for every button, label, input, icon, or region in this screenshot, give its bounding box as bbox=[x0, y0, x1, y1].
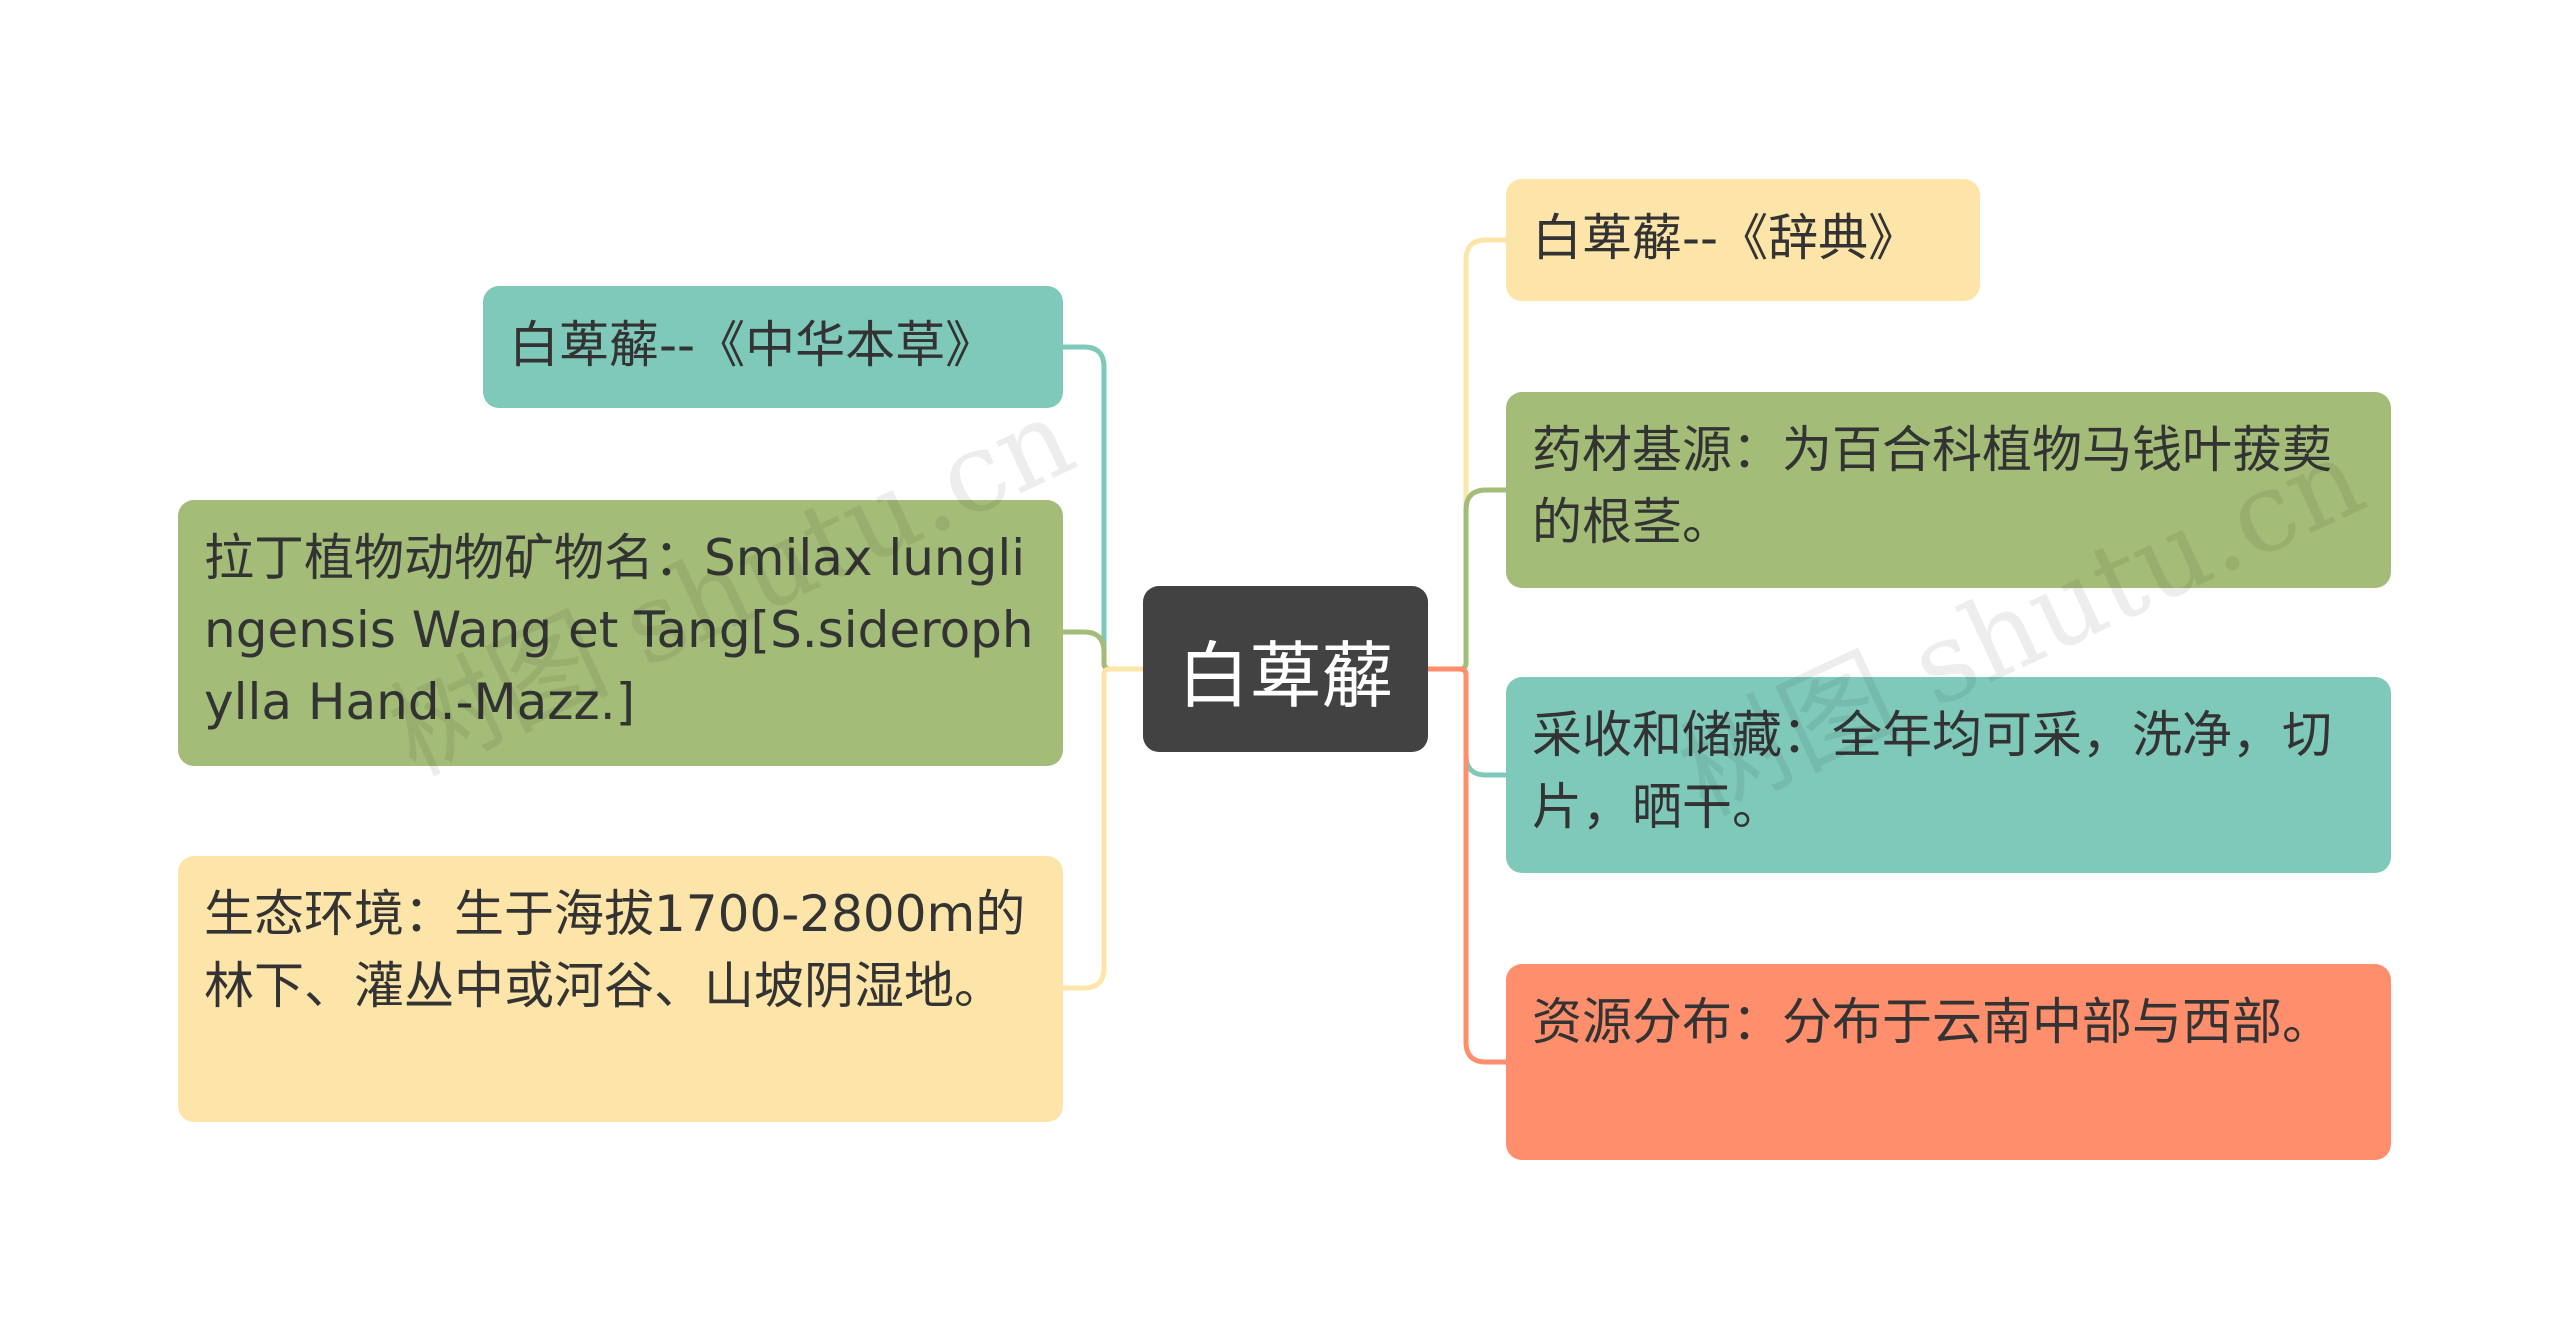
link-distribution bbox=[1428, 666, 1506, 1065]
topic-resource-distribution[interactable]: 资源分布：分布于云南中部与西部。 bbox=[1506, 964, 2391, 1160]
root-topic[interactable]: 白萆薢 bbox=[1143, 586, 1428, 752]
topic-medicinal-source[interactable]: 药材基源：为百合科植物马钱叶菝葜的根茎。 bbox=[1506, 392, 2391, 588]
link-source bbox=[1428, 487, 1506, 672]
topic-harvest-storage[interactable]: 采收和储藏：全年均可采，洗净，切片，晒干。 bbox=[1506, 677, 2391, 873]
topic-latin-name[interactable]: 拉丁植物动物矿物名：Smilax lunglingensis Wang et T… bbox=[178, 500, 1063, 766]
link-ecology bbox=[1062, 666, 1143, 991]
topic-ecology[interactable]: 生态环境：生于海拔1700-2800m的林下、灌丛中或河谷、山坡阴湿地。 bbox=[178, 856, 1063, 1122]
topic-cidian[interactable]: 白萆薢--《辞典》 bbox=[1506, 179, 1980, 301]
link-latin bbox=[1062, 629, 1143, 672]
topic-zhonghua-bencao[interactable]: 白萆薢--《中华本草》 bbox=[483, 286, 1063, 408]
link-zhonghua bbox=[1062, 344, 1143, 672]
